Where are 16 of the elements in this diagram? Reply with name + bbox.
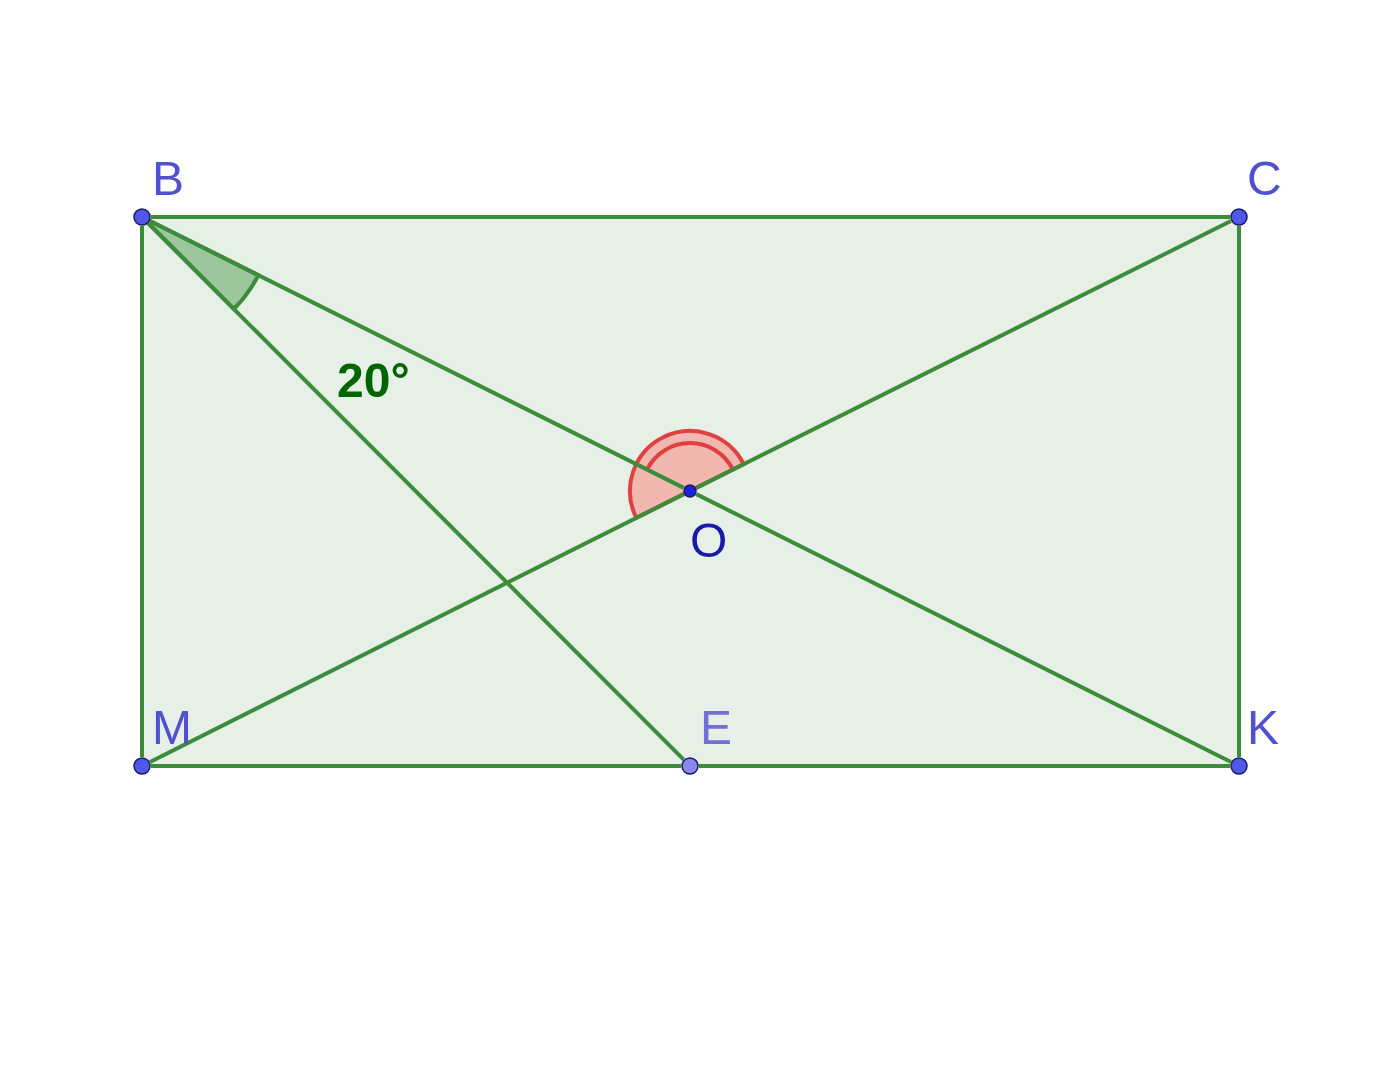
point-label: B bbox=[152, 155, 184, 203]
point-label: E bbox=[700, 704, 732, 752]
line-segment bbox=[151, 764, 681, 768]
angle-label: 20° bbox=[337, 357, 410, 405]
line-segment bbox=[151, 215, 1230, 219]
line-segment bbox=[699, 764, 1230, 768]
line-segment bbox=[149, 492, 685, 764]
line-segment bbox=[1237, 226, 1241, 757]
point-label: C bbox=[1247, 155, 1282, 203]
line-segment bbox=[149, 219, 685, 490]
line-segment bbox=[695, 492, 1232, 764]
point-label: K bbox=[1247, 704, 1279, 752]
point-label: M bbox=[152, 704, 192, 752]
line-segment bbox=[140, 226, 144, 757]
line-segment bbox=[695, 219, 1232, 490]
point-label: O bbox=[690, 517, 728, 565]
